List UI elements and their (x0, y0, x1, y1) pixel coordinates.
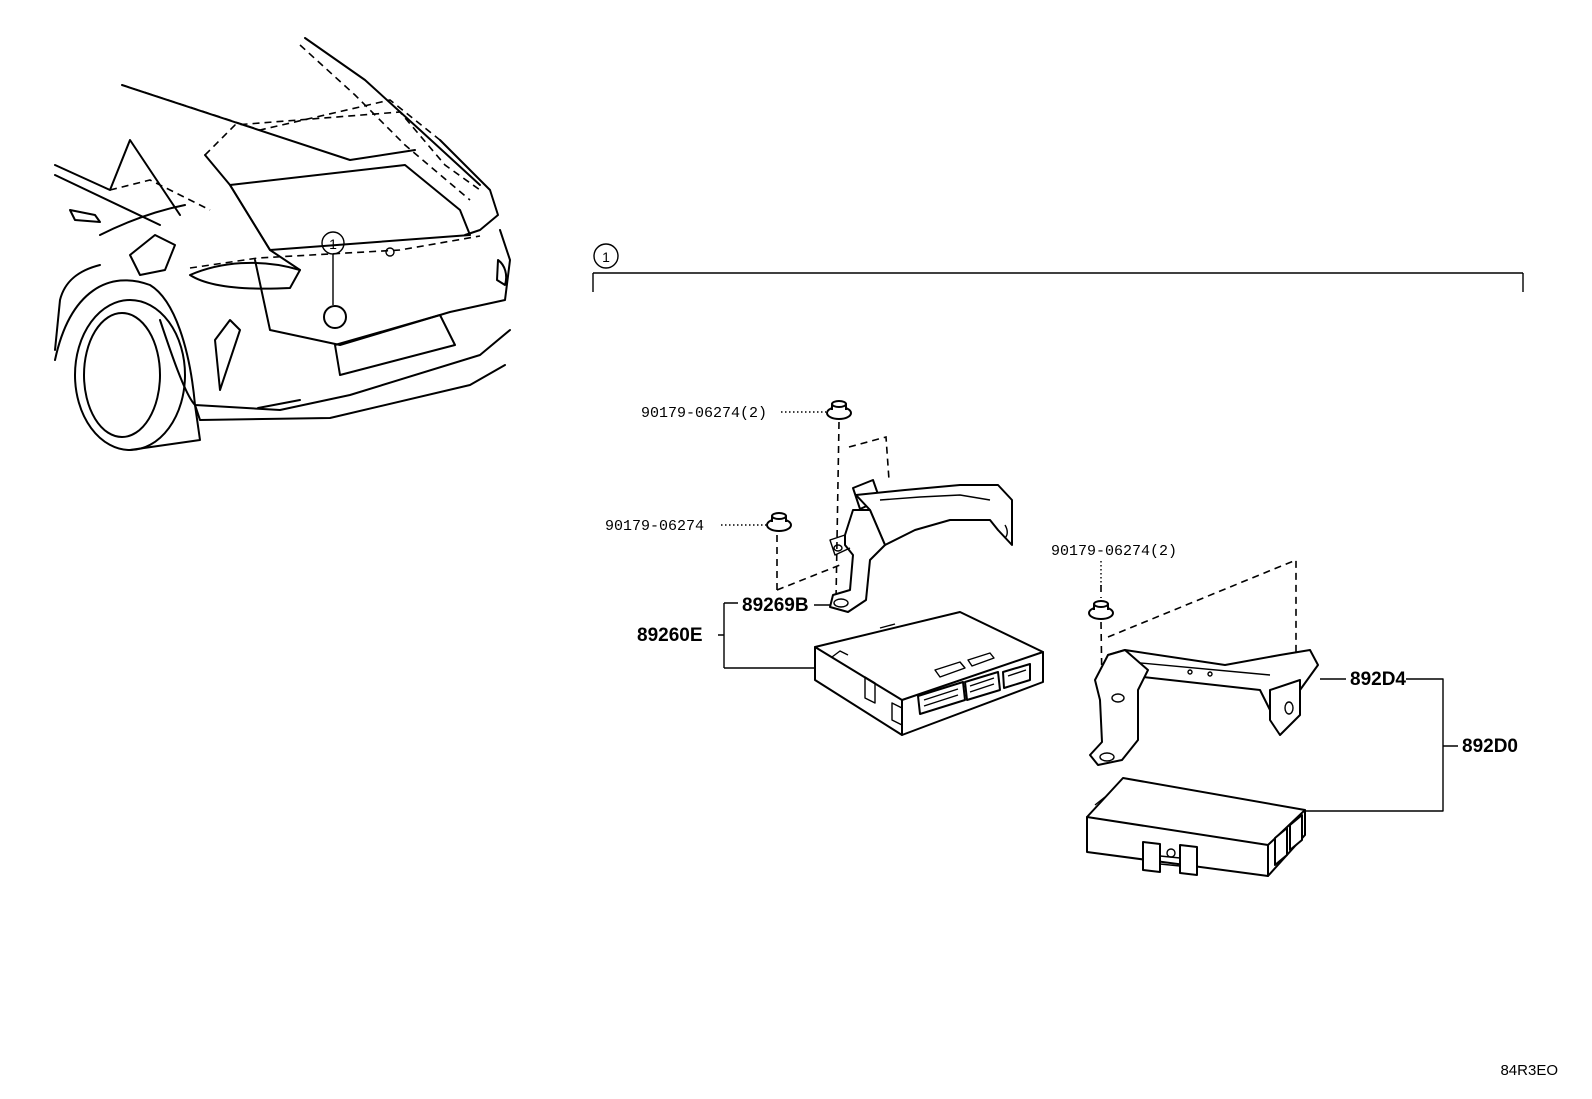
illustration-code: 84R3EO (1500, 1062, 1558, 1079)
part-label-bolt-c: 90179-06274(2) (1051, 543, 1177, 560)
vehicle-callout-number: 1 (329, 236, 337, 252)
vehicle-rear-view (54, 37, 511, 451)
part-label-bracket-892d4: 892D4 (1350, 669, 1406, 690)
part-label-module-892d0: 892D0 (1462, 736, 1518, 757)
part-label-bolt-a: 90179-06274(2) (641, 405, 767, 422)
bracket-892d4 (1089, 558, 1319, 766)
module-right-group-leader (1302, 678, 1458, 812)
bolt-b-icon (766, 512, 841, 591)
module-left-group-leader (718, 602, 814, 669)
group-bracket-line (592, 243, 1524, 292)
control-module-892d0 (1086, 777, 1306, 877)
group-callout-number: 1 (602, 249, 610, 265)
part-label-module-89260e: 89260E (637, 625, 703, 646)
bracket-89269b (829, 435, 1013, 613)
part-label-bracket-89269b: 89269B (742, 595, 809, 616)
part-label-bolt-b: 90179-06274 (605, 518, 704, 535)
bolt-a-icon (826, 400, 852, 601)
control-module-89260e (814, 611, 1044, 736)
